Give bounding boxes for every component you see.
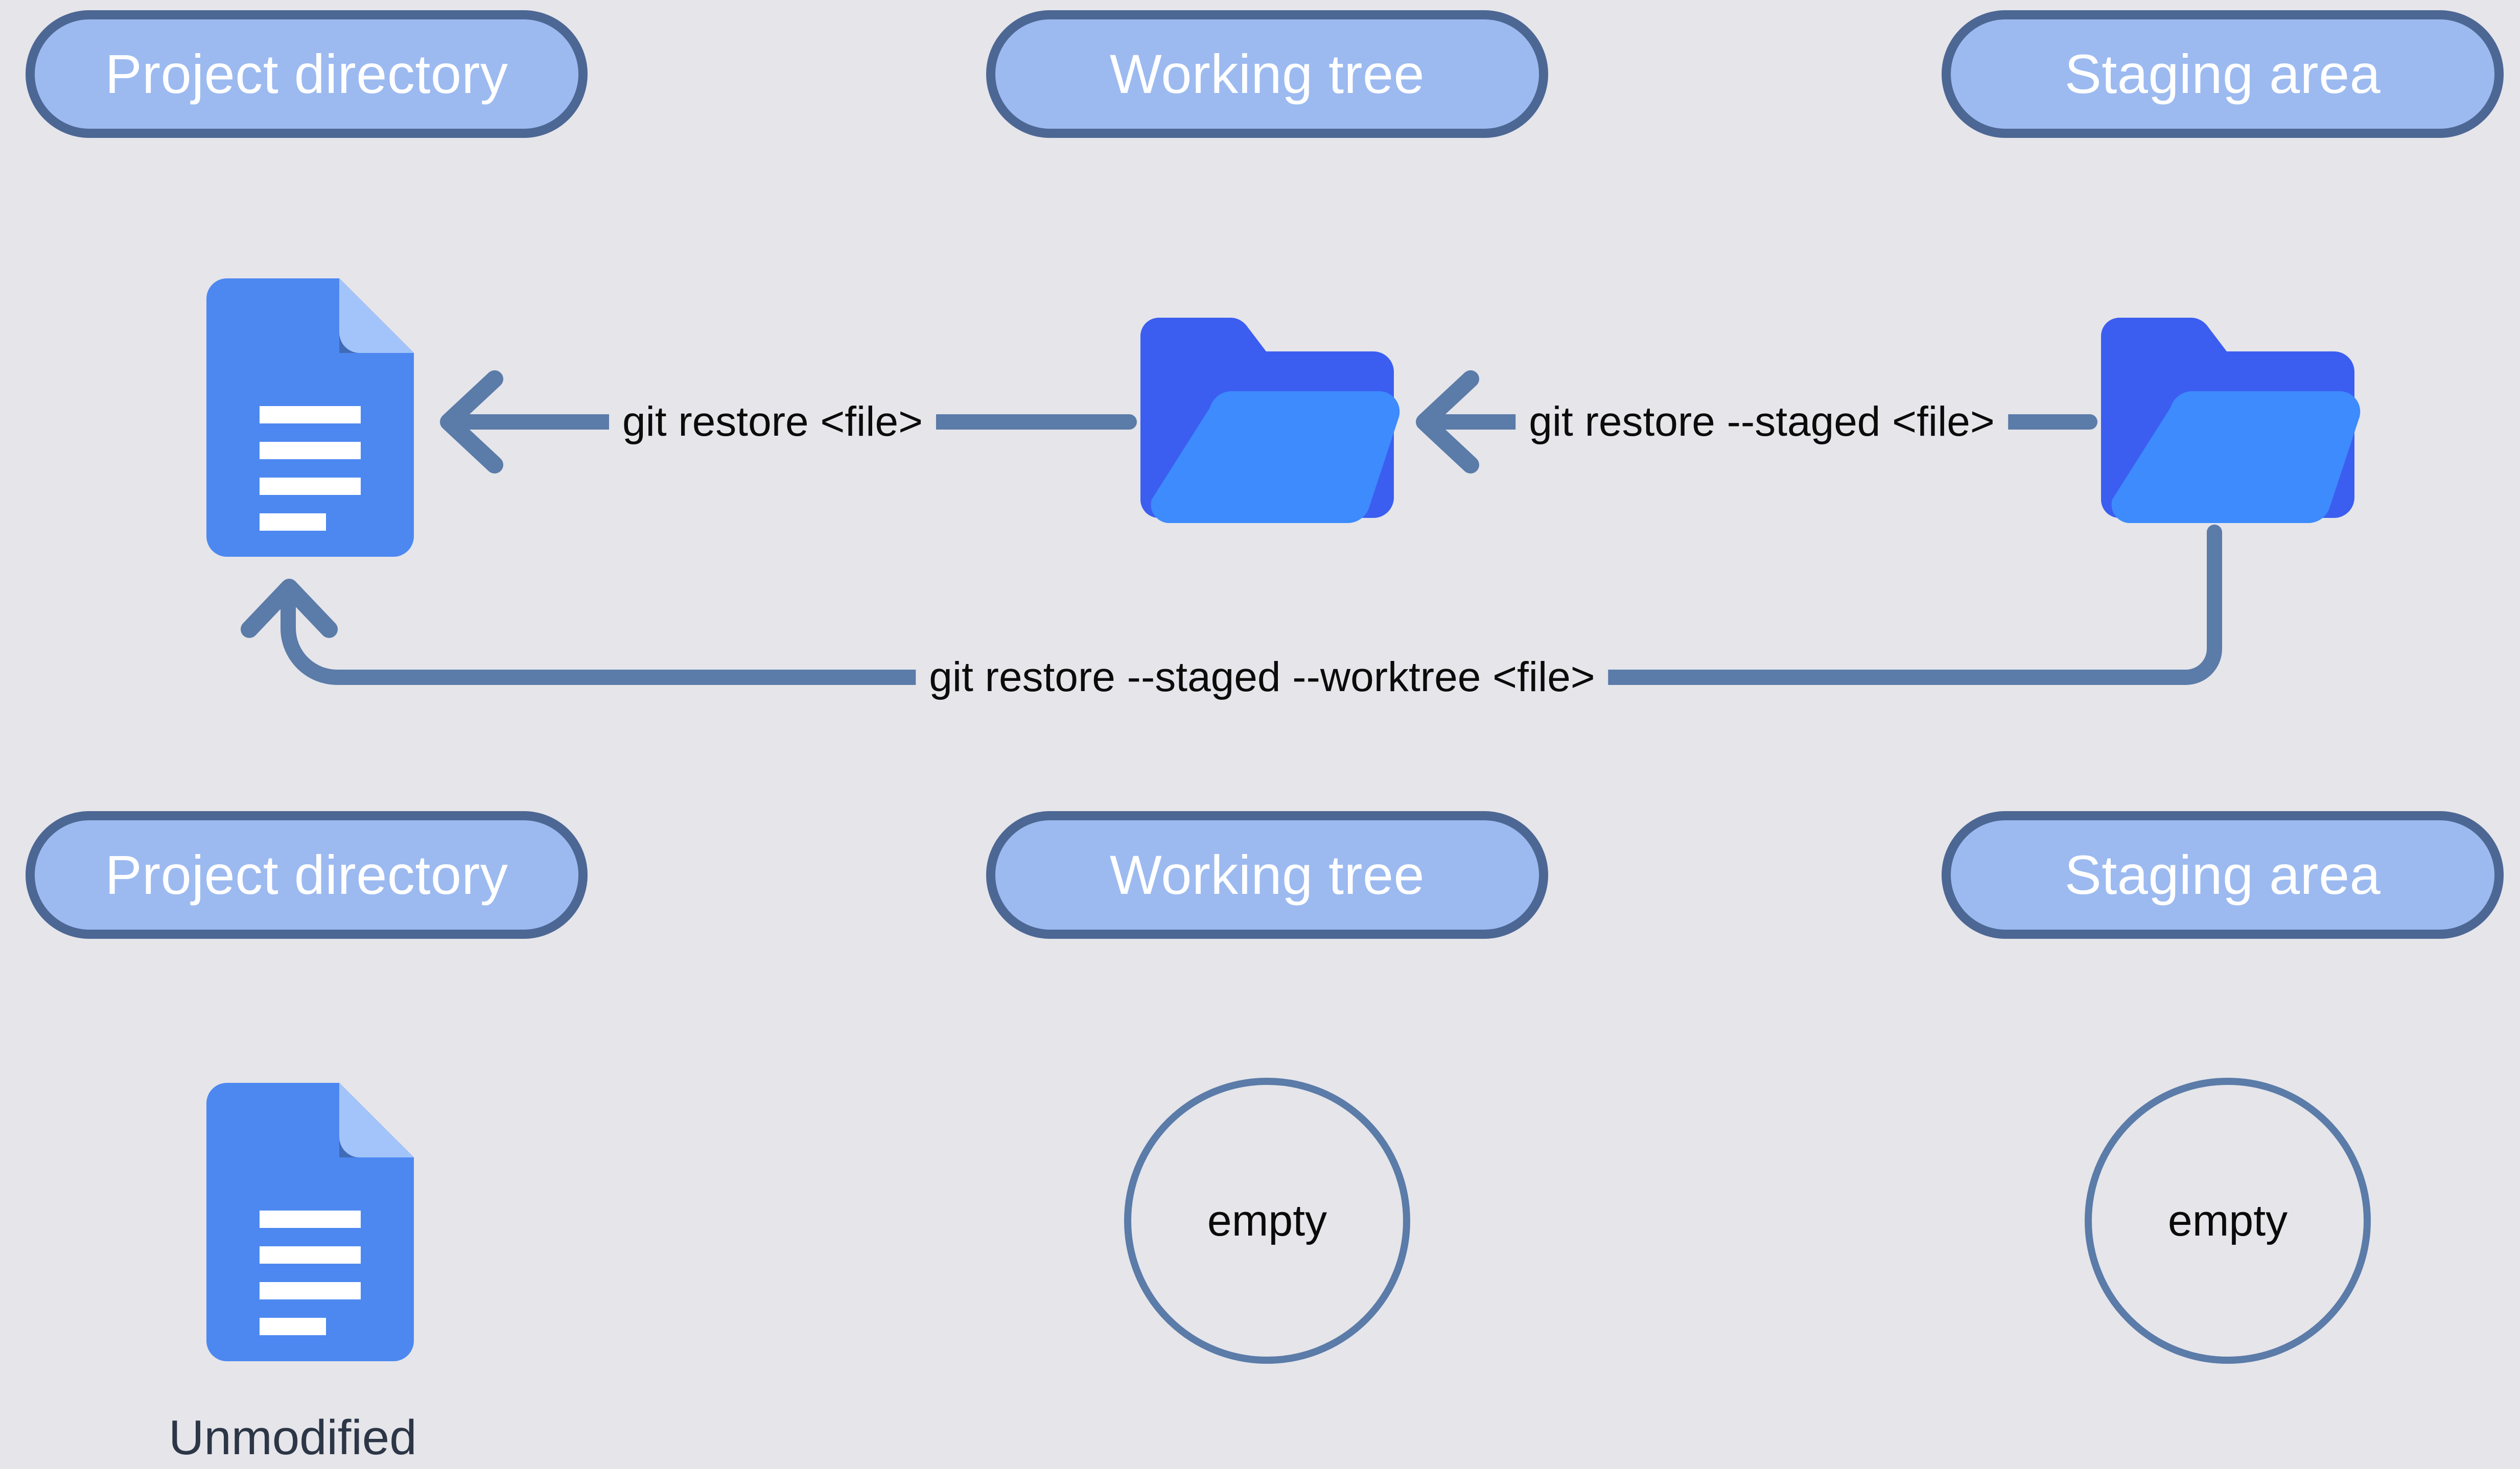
pill-label: Staging area <box>2064 43 2381 105</box>
pill-working-tree-top[interactable]: Working tree <box>986 10 1548 138</box>
empty-circle-working-tree: empty <box>1124 1078 1410 1364</box>
arrow-label-git-restore-staged-file: git restore --staged <file> <box>1515 398 2008 446</box>
pill-project-directory-top[interactable]: Project directory <box>26 10 588 138</box>
pill-label: Working tree <box>1109 844 1425 906</box>
pill-label: Project directory <box>105 844 508 906</box>
pill-project-directory-bottom[interactable]: Project directory <box>26 811 588 939</box>
pill-label: Project directory <box>105 43 508 105</box>
pill-label: Staging area <box>2064 844 2381 906</box>
empty-circle-staging-area: empty <box>2085 1078 2371 1364</box>
folder-icon-staging-area <box>2101 318 2361 523</box>
document-icon-top <box>206 278 414 557</box>
arrow-label-git-restore-file: git restore <file> <box>609 398 936 446</box>
folder-icon-working-tree <box>1140 318 1400 523</box>
document-icon-bottom <box>206 1083 414 1361</box>
pill-working-tree-bottom[interactable]: Working tree <box>986 811 1548 939</box>
pill-staging-area-bottom[interactable]: Staging area <box>1942 811 2504 939</box>
empty-circle-label: empty <box>1207 1196 1327 1245</box>
empty-circle-label: empty <box>2167 1196 2288 1245</box>
pill-label: Working tree <box>1109 43 1425 105</box>
arrow-label-git-restore-staged-worktree-file: git restore --staged --worktree <file> <box>916 653 1608 701</box>
document-caption-unmodified: Unmodified <box>169 1410 417 1465</box>
pill-staging-area-top[interactable]: Staging area <box>1942 10 2504 138</box>
